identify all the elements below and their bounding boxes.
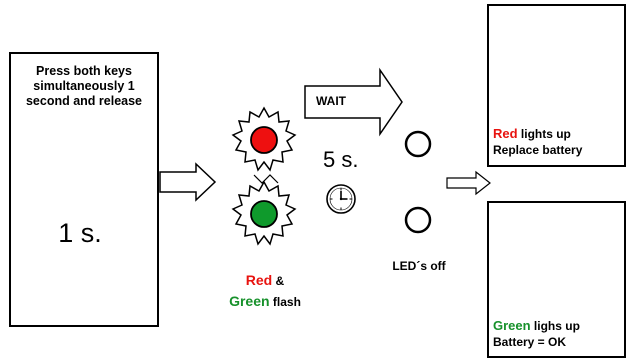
- red-flash-led: [250, 126, 278, 154]
- leds-off-label: LED´s off: [392, 259, 446, 273]
- clock-icon: [326, 184, 356, 214]
- step1-duration: 1 s.: [58, 218, 102, 248]
- result-red-action: Replace battery: [493, 143, 583, 157]
- wait-label: WAIT: [316, 94, 346, 108]
- result-red-text: Red lights up Replace battery: [493, 126, 623, 158]
- result-red-box: [487, 4, 626, 167]
- result-green-word: Green: [493, 318, 531, 333]
- arrow-icon: [446, 170, 491, 196]
- wait-arrow: [304, 67, 403, 137]
- result-green-rest: lighs up: [530, 319, 580, 333]
- green-flash-led: [250, 200, 278, 228]
- led-off-top: [404, 130, 432, 158]
- result-green-action: Battery = OK: [493, 335, 567, 349]
- wait-duration: 5 s.: [323, 147, 359, 172]
- arrow-icon: [159, 162, 217, 202]
- red-word: Red: [245, 272, 273, 288]
- green-word: Green: [229, 293, 270, 309]
- flash-word: flash: [269, 295, 301, 309]
- led-off-bottom: [404, 206, 432, 234]
- result-green-text: Green lighs up Battery = OK: [493, 318, 623, 350]
- result-red-word: Red: [493, 126, 518, 141]
- result-green-box: [487, 201, 626, 358]
- step1-instruction: Press both keys simultaneously 1 second …: [25, 64, 143, 108]
- result-red-rest: lights up: [517, 127, 571, 141]
- amp: &: [272, 274, 285, 288]
- step1-box: [9, 52, 159, 327]
- step2-caption: Red & Green flash: [213, 270, 317, 312]
